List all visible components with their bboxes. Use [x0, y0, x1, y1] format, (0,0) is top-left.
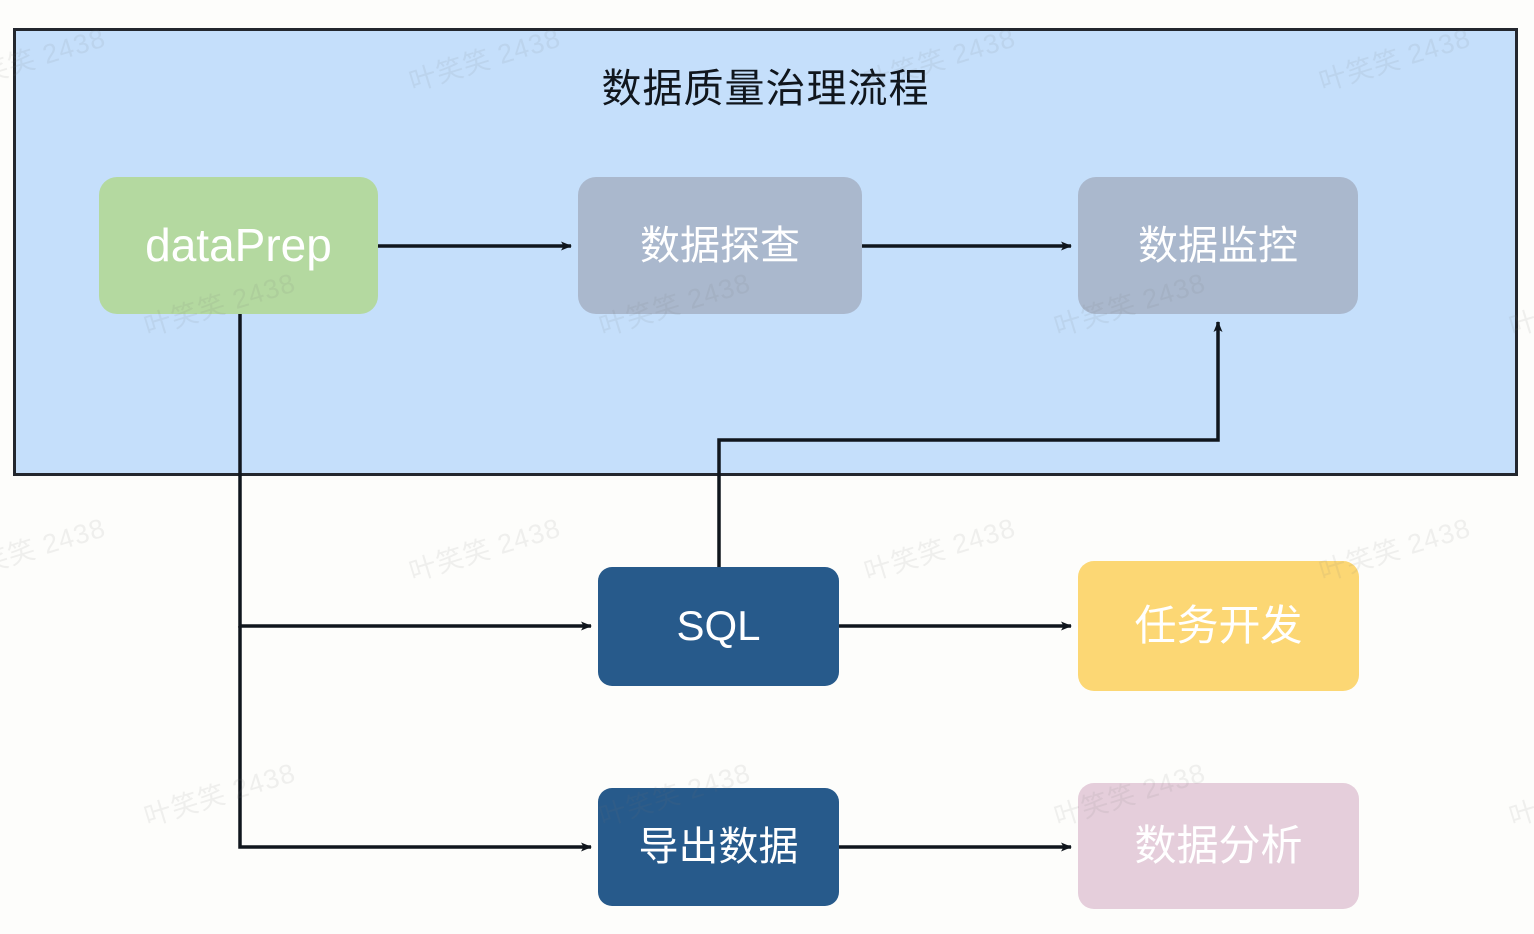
watermark-text: 叶笑笑 2438: [1505, 758, 1534, 833]
node-task-development-label: 任务开发: [1134, 601, 1303, 649]
node-task-development[interactable]: 任务开发: [1078, 561, 1359, 691]
node-sql[interactable]: SQL: [598, 567, 839, 686]
watermark-text: 叶笑笑 2438: [405, 512, 565, 588]
node-export-data-label: 导出数据: [638, 825, 799, 869]
watermark-text: 叶笑笑 2438: [860, 512, 1020, 588]
node-dataprep[interactable]: dataPrep: [99, 177, 378, 314]
node-data-analysis-label: 数据分析: [1134, 821, 1303, 869]
node-export-data[interactable]: 导出数据: [598, 788, 839, 906]
node-data-monitoring-label: 数据监控: [1138, 223, 1298, 268]
node-dataprep-label: dataPrep: [145, 219, 332, 272]
node-sql-label: SQL: [676, 602, 761, 650]
node-data-exploration[interactable]: 数据探查: [578, 177, 862, 314]
node-data-exploration-label: 数据探查: [640, 223, 800, 268]
watermark-text: 叶笑笑 2438: [0, 512, 110, 588]
diagram-title: 数据质量治理流程: [601, 67, 930, 111]
edge-dataprep-to-daochu: [238, 626, 592, 852]
node-data-monitoring[interactable]: 数据监控: [1078, 177, 1358, 314]
watermark-text: 叶笑笑 2438: [140, 757, 300, 833]
node-data-analysis[interactable]: 数据分析: [1078, 783, 1359, 909]
